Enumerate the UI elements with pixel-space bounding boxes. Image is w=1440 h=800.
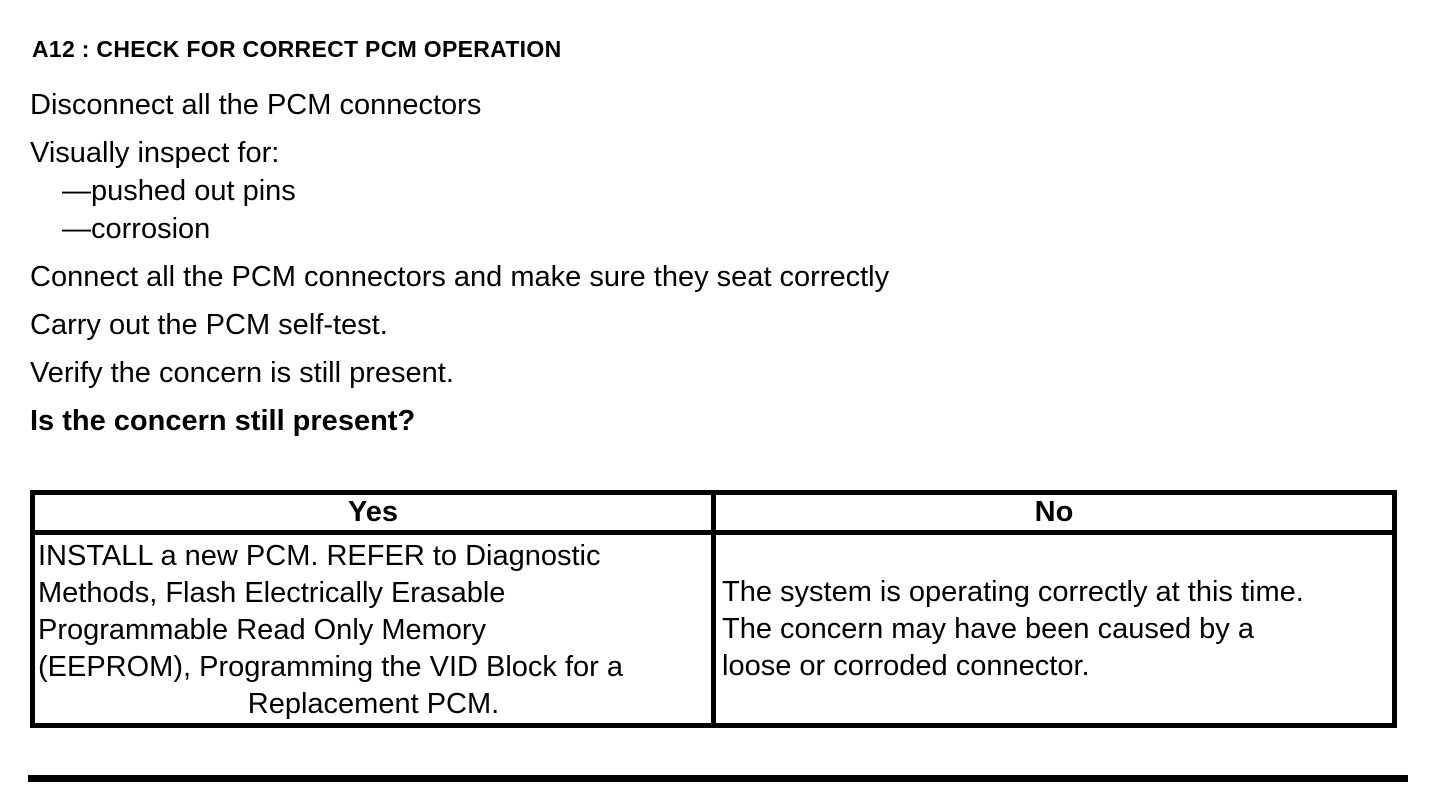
step-carry-out-self-test: Carry out the PCM self-test. — [30, 309, 388, 341]
yes-action-line: Programmable Read Only Memory — [38, 614, 487, 646]
yes-action-line: INSTALL a new PCM. REFER to Diagnostic — [38, 540, 601, 572]
result-table: Yes No INSTALL a new PCM. REFER to Diagn… — [30, 490, 1397, 728]
yes-column-header: Yes — [30, 490, 716, 535]
step-connect-connectors: Connect all the PCM connectors and make … — [30, 261, 890, 293]
no-column-header: No — [711, 490, 1397, 535]
result-table-action-row: INSTALL a new PCM. REFER to Diagnostic M… — [30, 530, 1397, 728]
step-disconnect-connectors: Disconnect all the PCM connectors — [30, 89, 482, 121]
procedure-title: A12 : CHECK FOR CORRECT PCM OPERATION — [32, 36, 562, 62]
inspect-item-corrosion: —corrosion — [62, 213, 211, 245]
inspect-item-pushed-out-pins: —pushed out pins — [62, 175, 296, 207]
yes-action-cell: INSTALL a new PCM. REFER to Diagnostic M… — [30, 530, 716, 728]
decision-question: Is the concern still present? — [30, 405, 416, 437]
yes-action-line: (EEPROM), Programming the VID Block for … — [38, 651, 623, 683]
no-action-line: The system is operating correctly at thi… — [722, 575, 1304, 608]
yes-action-line: Replacement PCM. — [247, 688, 500, 720]
no-action-line: The concern may have been caused by a — [722, 612, 1254, 645]
no-action-line: loose or corroded connector. — [722, 649, 1090, 682]
horizontal-rule — [28, 775, 1408, 782]
pinpoint-test-section: A12 : CHECK FOR CORRECT PCM OPERATION Di… — [28, 36, 1408, 782]
step-visually-inspect: Visually inspect for: — [30, 137, 280, 169]
no-action-cell: The system is operating correctly at thi… — [711, 530, 1397, 728]
result-table-header-row: Yes No — [30, 490, 1397, 535]
yes-action-line: Methods, Flash Electrically Erasable — [38, 577, 506, 609]
step-verify-concern: Verify the concern is still present. — [30, 357, 454, 389]
